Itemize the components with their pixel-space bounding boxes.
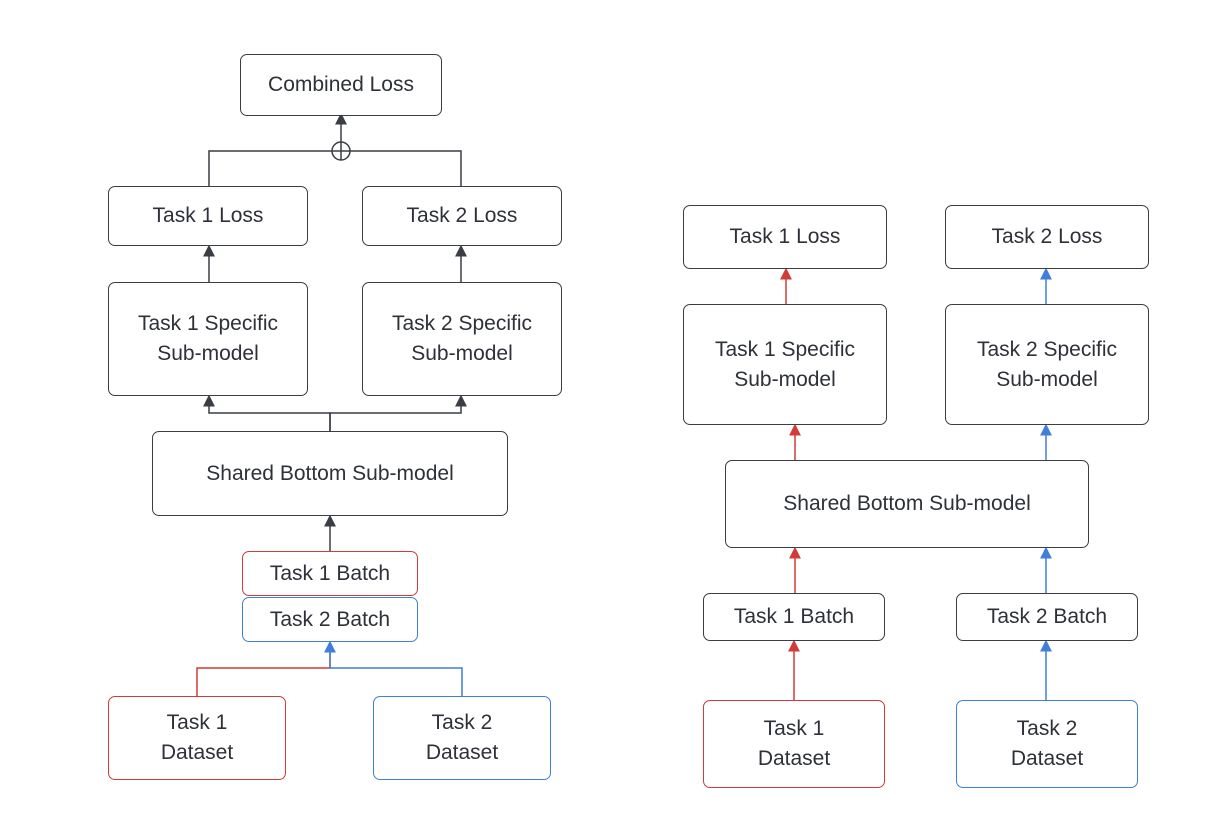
left-task2-dataset-label: Task 2 Dataset: [425, 711, 499, 764]
right-task2-batch-node: Task 2 Batch: [956, 593, 1138, 641]
left-task1-submodel-label: Task 1 Specific Sub-model: [137, 312, 279, 365]
left-task2-submodel-node: Task 2 Specific Sub-model: [362, 282, 562, 396]
right-task1-dataset-node: Task 1 Dataset: [703, 700, 885, 788]
edge-left-task1-dataset-to-batch: [196, 643, 331, 696]
edge-left-shared-to-task1-submodel: [203, 394, 331, 431]
edge-left-task2-dataset-to-batch: [324, 640, 463, 696]
left-task1-loss-label: Task 1 Loss: [152, 204, 264, 227]
edge-left-shared-to-task2-submodel: [329, 394, 467, 431]
left-task1-loss-node: Task 1 Loss: [108, 186, 308, 246]
right-shared-bottom-node: Shared Bottom Sub-model: [725, 460, 1089, 548]
right-task1-batch-label: Task 1 Batch: [733, 605, 855, 628]
right-task1-submodel-node: Task 1 Specific Sub-model: [683, 304, 887, 425]
right-task2-submodel-node: Task 2 Specific Sub-model: [945, 304, 1149, 425]
left-combined-loss-label: Combined Loss: [268, 73, 414, 96]
left-task1-batch-node: Task 1 Batch: [242, 551, 418, 596]
left-shared-bottom-node: Shared Bottom Sub-model: [152, 431, 508, 516]
left-task2-batch-label: Task 2 Batch: [269, 607, 391, 631]
right-shared-bottom-label: Shared Bottom Sub-model: [783, 492, 1031, 515]
sum-junction-icon: [331, 141, 351, 161]
right-task2-loss-label: Task 2 Loss: [991, 225, 1103, 248]
left-task1-dataset-node: Task 1 Dataset: [108, 696, 286, 780]
right-task1-loss-label: Task 1 Loss: [729, 225, 841, 248]
left-task2-submodel-label: Task 2 Specific Sub-model: [391, 312, 533, 365]
right-task2-batch-label: Task 2 Batch: [986, 605, 1108, 628]
left-task1-submodel-node: Task 1 Specific Sub-model: [108, 282, 308, 396]
left-task1-batch-label: Task 1 Batch: [269, 561, 391, 585]
left-task1-dataset-label: Task 1 Dataset: [160, 711, 234, 764]
right-task2-dataset-node: Task 2 Dataset: [956, 700, 1138, 788]
right-task1-loss-node: Task 1 Loss: [683, 205, 887, 269]
right-task1-dataset-label: Task 1 Dataset: [757, 717, 831, 770]
right-task1-submodel-label: Task 1 Specific Sub-model: [714, 337, 856, 391]
left-task2-batch-node: Task 2 Batch: [242, 597, 418, 642]
right-task1-batch-node: Task 1 Batch: [703, 593, 885, 641]
left-task2-dataset-node: Task 2 Dataset: [373, 696, 551, 780]
right-task2-submodel-label: Task 2 Specific Sub-model: [976, 337, 1118, 391]
left-shared-bottom-label: Shared Bottom Sub-model: [206, 461, 454, 485]
right-task2-loss-node: Task 2 Loss: [945, 205, 1149, 269]
left-task2-loss-node: Task 2 Loss: [362, 186, 562, 246]
left-combined-loss-node: Combined Loss: [240, 54, 442, 116]
right-task2-dataset-label: Task 2 Dataset: [1010, 717, 1084, 770]
left-task2-loss-label: Task 2 Loss: [406, 204, 518, 227]
